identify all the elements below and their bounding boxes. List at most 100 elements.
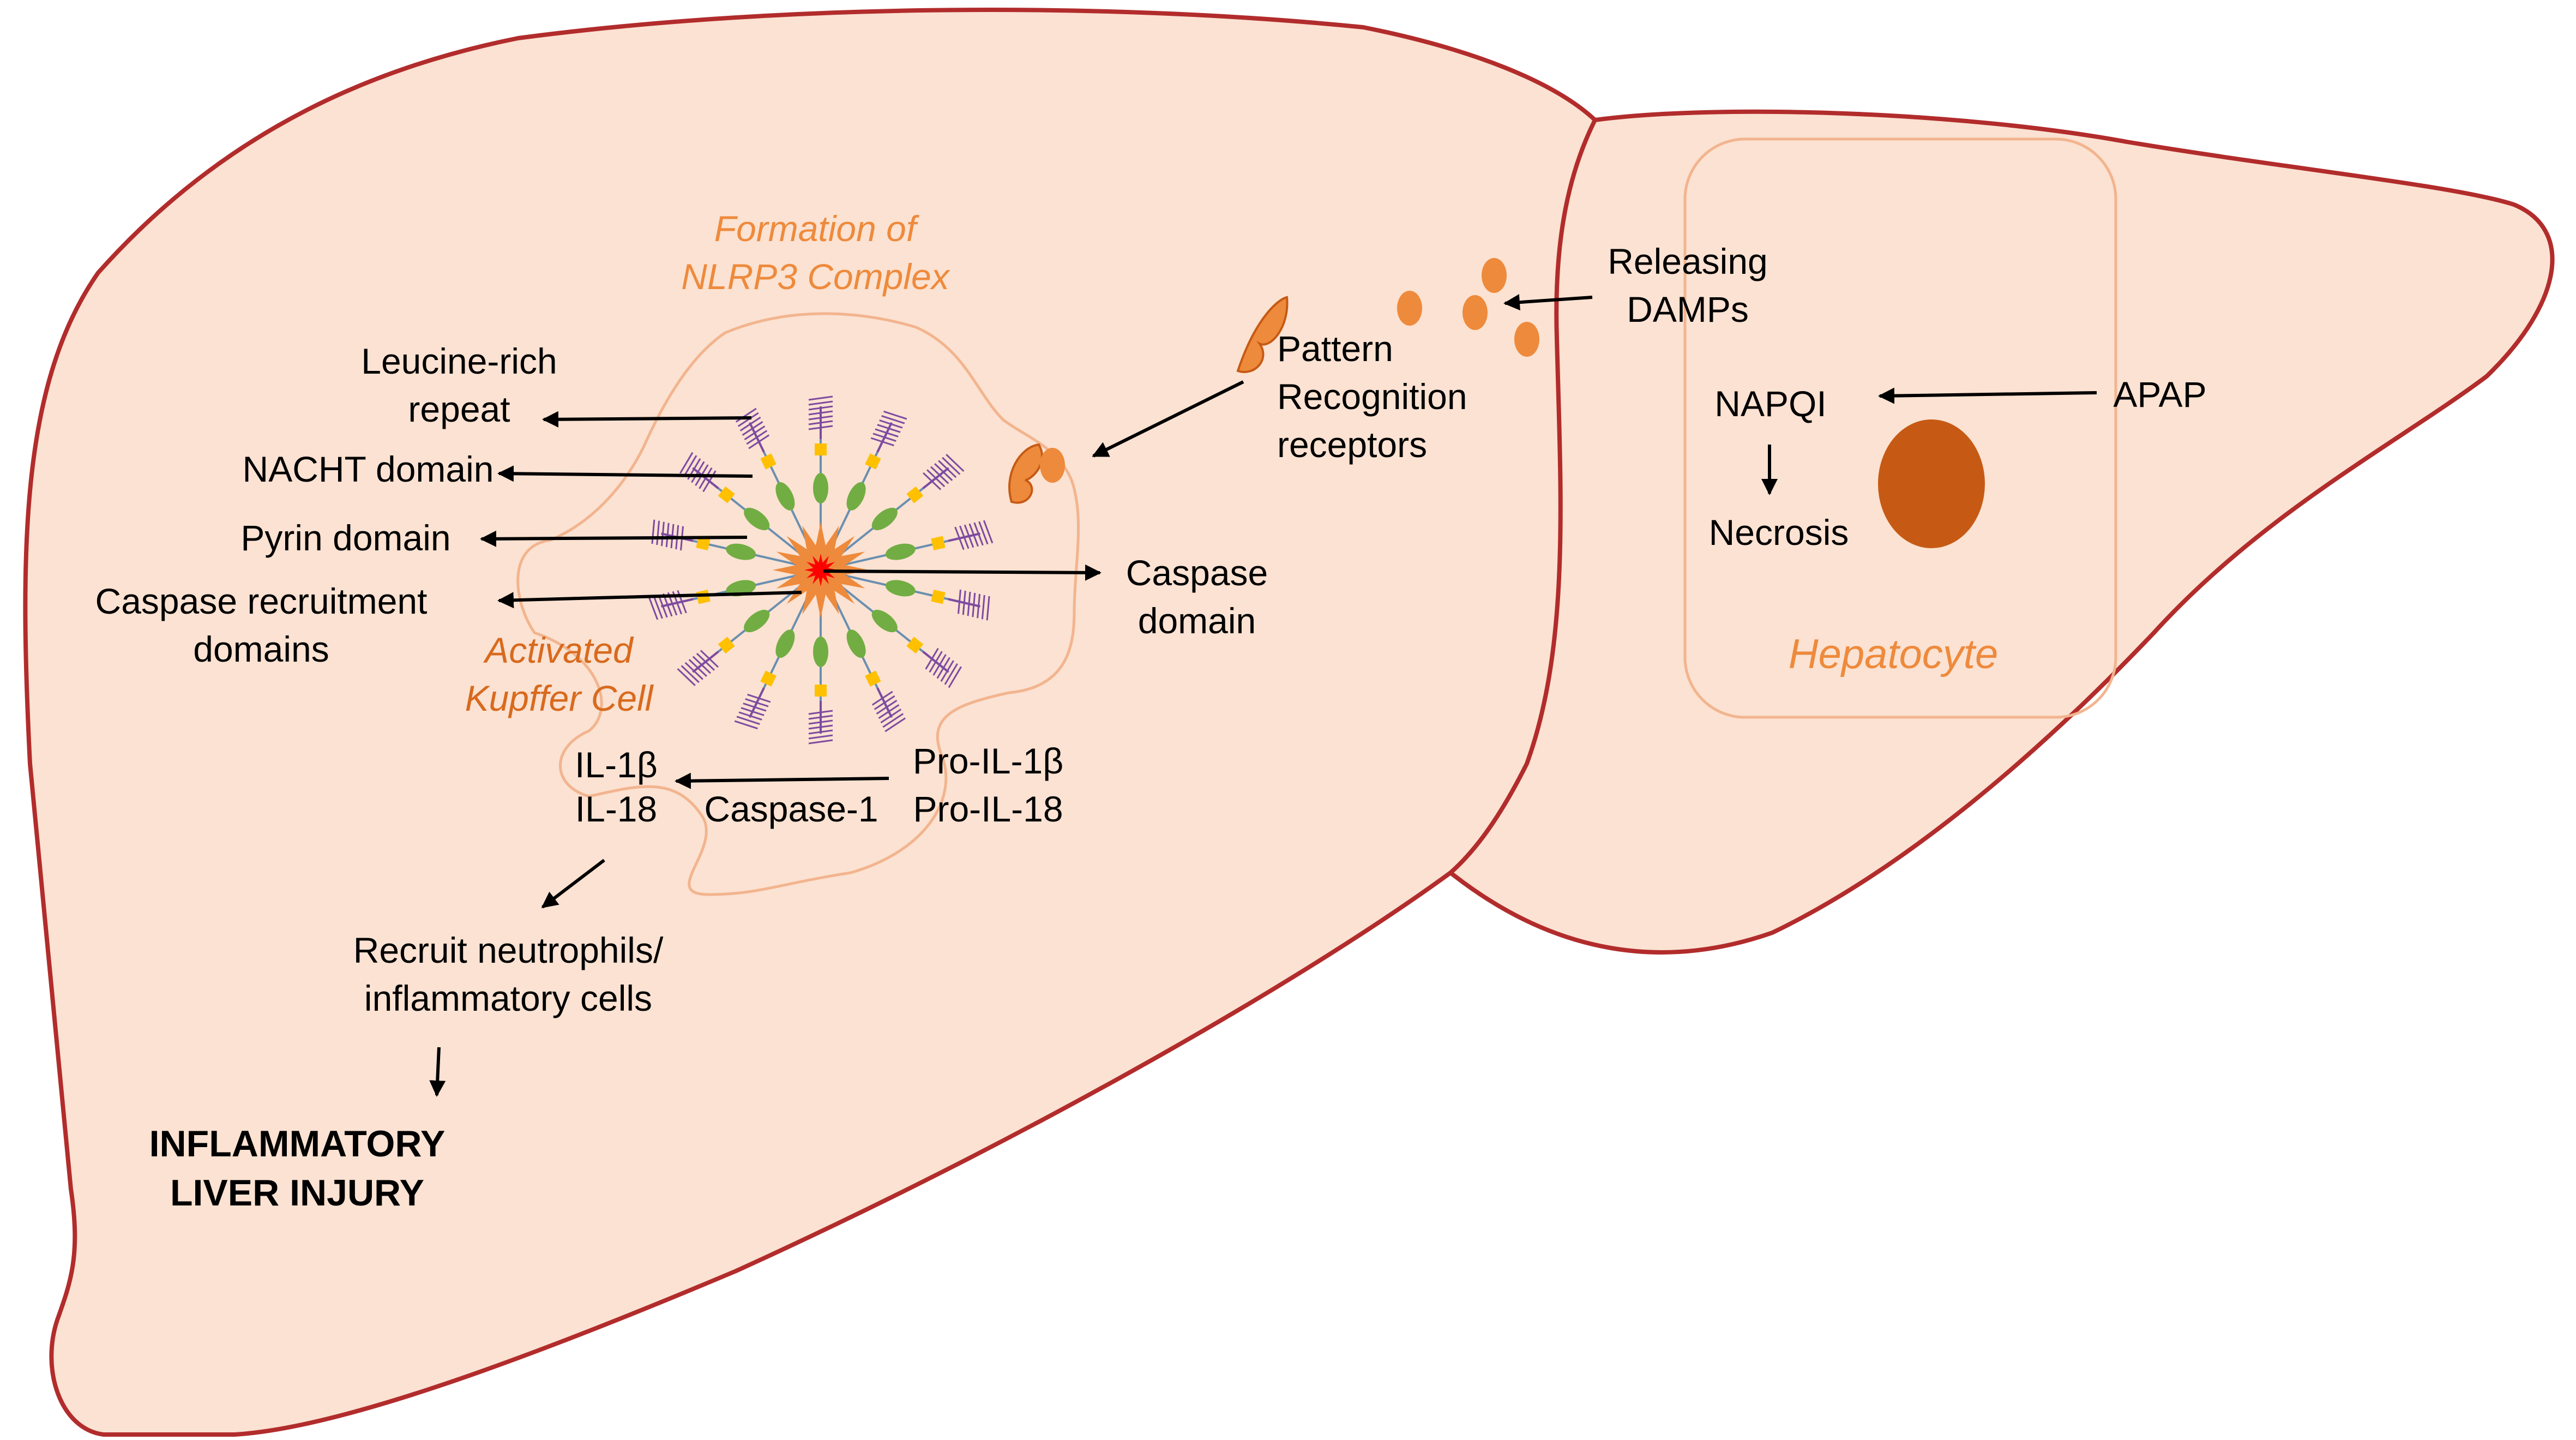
lrr-tick	[944, 663, 958, 685]
hepatocyte-cell	[1683, 137, 2117, 719]
formation-label: NLRP3 Complex	[681, 256, 950, 297]
lrr-tick	[677, 668, 696, 686]
lrr-tick	[940, 660, 954, 682]
arrow-to-caspase-domain	[823, 564, 1102, 581]
caspase-domain-label: Caspase	[1126, 553, 1268, 593]
lrr-tick	[696, 652, 715, 671]
lrr-tick	[925, 647, 939, 670]
lrr-tick	[651, 519, 655, 544]
damps-label: Releasing	[1608, 241, 1768, 281]
lrr-tick	[959, 525, 970, 549]
complex-spoke	[677, 583, 804, 686]
nacht-domain-shape	[813, 637, 828, 667]
arrow-to-leucine	[542, 411, 752, 428]
hepatocyte-nucleus	[1878, 419, 1985, 548]
lobe-division-line	[1449, 119, 1597, 874]
caspase1-label: Caspase-1	[704, 789, 878, 829]
complex-spoke	[734, 589, 812, 730]
lrr-tick	[653, 595, 663, 619]
lrr-tick	[968, 523, 979, 547]
lrr-tick	[926, 469, 946, 488]
nacht-domain-shape	[775, 482, 795, 511]
prr-ligand	[1040, 448, 1065, 483]
complex-spoke	[829, 589, 906, 733]
nacht-domain-shape	[813, 473, 828, 503]
lrr-tick	[735, 407, 757, 423]
pyrin-domain-shape	[696, 590, 711, 604]
lrr-tick	[957, 589, 961, 614]
arrow-prr-to-cell	[1092, 380, 1244, 458]
lrr-tick	[983, 520, 994, 544]
injury-label: LIVER INJURY	[170, 1172, 424, 1214]
il-label: IL-18	[575, 789, 657, 829]
lrr-tick	[808, 715, 833, 720]
lrr-tick	[660, 521, 665, 547]
lrr-tick	[882, 713, 904, 728]
lrr-tick	[745, 698, 769, 707]
lrr-tick	[679, 452, 694, 474]
pyrin-domain-shape	[760, 453, 777, 470]
lrr-tick	[658, 594, 668, 618]
napqi-label: NAPQI	[1714, 383, 1826, 424]
il-label: IL-1β	[575, 745, 658, 785]
lrr-tick	[934, 463, 953, 481]
liver-outline	[23, 7, 2555, 1437]
lrr-tick	[875, 428, 899, 437]
injury-label: INFLAMMATORY	[149, 1123, 446, 1165]
lrr-tick	[734, 720, 758, 730]
lrr-tick	[683, 455, 697, 477]
recruit-label: Recruit neutrophils/	[353, 930, 664, 970]
nacht-domain-shape	[871, 507, 898, 531]
lrr-tick	[883, 410, 907, 420]
arrow-to-nacht	[497, 465, 753, 482]
nacht-domain-shape	[885, 543, 916, 560]
complex-spoke	[808, 592, 833, 745]
nacht-domain-shape	[885, 580, 916, 597]
lrr-tick	[948, 666, 962, 688]
activated-label: Kupffer Cell	[465, 678, 654, 718]
pyrin-domain-shape	[696, 536, 711, 550]
pyrin-domain-shape	[906, 637, 924, 654]
lrr-tick	[808, 425, 833, 430]
complex-spoke	[841, 520, 994, 567]
card-label: domains	[193, 629, 329, 669]
pro-label: Pro-IL-18	[913, 789, 1063, 829]
lrr-tick	[808, 405, 833, 411]
arrow-damps-release	[1503, 294, 1593, 311]
nacht-domain-shape	[871, 609, 898, 633]
lrr-tick	[973, 522, 984, 546]
lrr-tick	[746, 430, 768, 445]
lrr-tick	[808, 739, 833, 745]
pyrin-domain-shape	[931, 590, 946, 604]
lrr-tick	[684, 662, 703, 680]
lrr-tick	[808, 710, 833, 715]
lrr-tick	[936, 657, 950, 679]
formation-label: Formation of	[714, 208, 920, 249]
lrr-tick	[870, 437, 894, 447]
lrr-tick	[962, 590, 966, 615]
pyrin-domain-shape	[718, 637, 735, 654]
arrows	[429, 294, 2097, 1097]
prr-label: Pattern	[1277, 328, 1393, 369]
lrr-tick	[681, 665, 700, 683]
lrr-tick	[938, 460, 957, 478]
lrr-tick	[665, 523, 670, 548]
complex-spoke	[648, 573, 800, 620]
complex-spoke	[808, 395, 833, 548]
complex-spoke	[841, 573, 990, 621]
nacht-domain-shape	[846, 482, 866, 511]
pyrin-domain-shape	[815, 685, 827, 697]
lrr-tick	[986, 596, 990, 621]
card-label: Caspase recruitment	[95, 581, 428, 621]
lrr-tick	[656, 520, 660, 545]
complex-spoke	[837, 454, 965, 557]
pyrin-domain-shape	[760, 670, 777, 687]
lrr-tick	[739, 416, 761, 431]
activated-label: Activated	[483, 630, 634, 670]
hepatocyte-label: Hepatocyte	[1789, 631, 1998, 677]
prr-label: receptors	[1277, 424, 1427, 465]
lrr-tick	[700, 650, 719, 668]
lrr-tick	[929, 651, 943, 673]
complex-spokes	[648, 395, 994, 745]
lrr-tick	[879, 419, 903, 429]
